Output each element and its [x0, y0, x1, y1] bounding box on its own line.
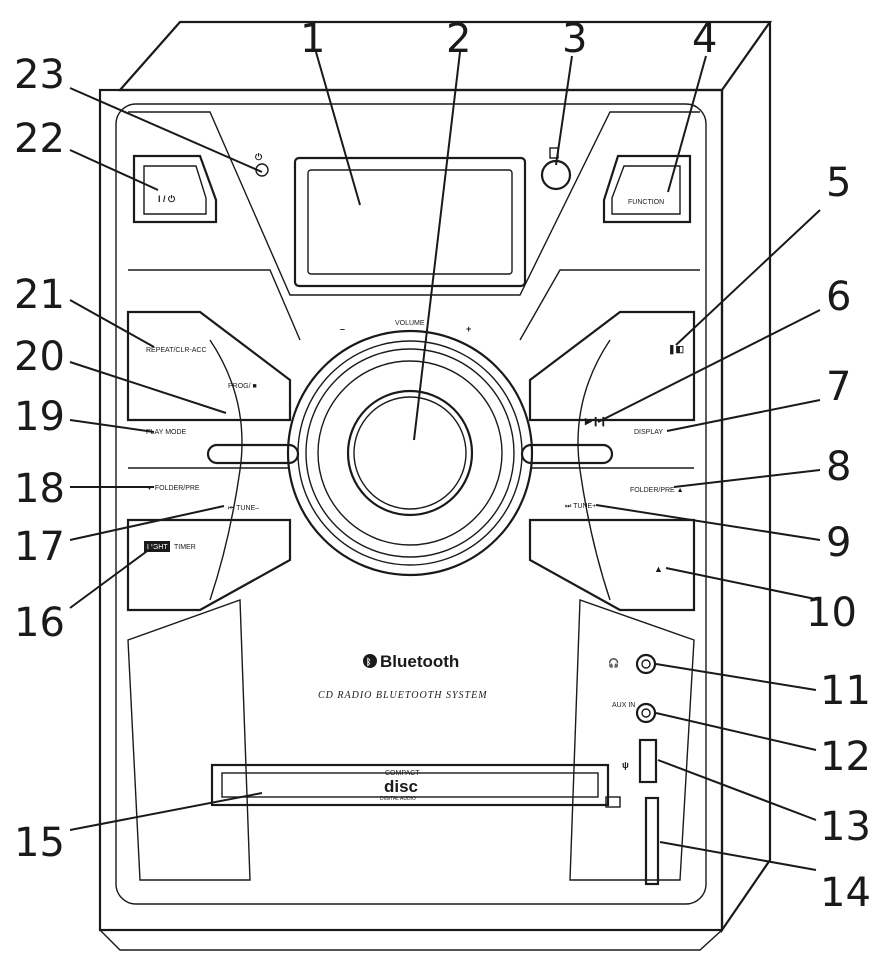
callout-15: 15: [14, 820, 65, 866]
callout-9: 9: [826, 520, 851, 566]
left-grille: [206, 443, 300, 465]
callout-18: 18: [14, 466, 65, 512]
svg-text:DIGITAL AUDIO: DIGITAL AUDIO: [380, 796, 416, 802]
function-button-label: FUNCTION: [628, 199, 664, 206]
eject-button-label[interactable]: ▲: [654, 564, 663, 574]
volume-plus-label: +: [466, 324, 471, 334]
light-timer-button[interactable]: LIGHT TIMER: [144, 541, 196, 552]
aux-in-jack[interactable]: AUX IN: [612, 702, 657, 724]
sd-card-slot[interactable]: [605, 796, 660, 886]
callout-numbers: 1 2 3 4 5 6 7 8 9 10 11 12 13 14 15 16 1…: [14, 16, 871, 916]
callout-8: 8: [826, 444, 851, 490]
right-button-bank: [528, 310, 696, 612]
card-icon: [605, 796, 621, 808]
power-button-label: I / ⏻: [158, 194, 176, 204]
callout-11: 11: [820, 668, 871, 714]
pair-button-icon[interactable]: ❚◧: [668, 344, 684, 355]
headphone-jack[interactable]: 🎧: [608, 653, 657, 675]
svg-text:COMPACT: COMPACT: [385, 770, 420, 777]
folder-up-button-label[interactable]: FOLDER/PRE ▲: [630, 487, 684, 494]
bluetooth-logo: ᛒ Bluetooth: [363, 652, 459, 671]
callout-19: 19: [14, 394, 65, 440]
callout-2: 2: [446, 16, 471, 62]
aux-in-label: AUX IN: [612, 702, 635, 709]
compact-disc-logo: COMPACT disc DIGITAL AUDIO: [380, 770, 420, 802]
right-lower-panel: [569, 599, 695, 881]
bluetooth-icon: ᛒ: [366, 657, 371, 667]
play-mode-button-label[interactable]: PLAY MODE: [146, 429, 187, 436]
skip-back-button-label[interactable]: ⏮ TUNE–: [228, 505, 259, 512]
callout-14: 14: [820, 870, 871, 916]
headphone-icon: 🎧: [608, 657, 619, 668]
callout-3: 3: [562, 16, 587, 62]
callout-22: 22: [14, 116, 65, 162]
callout-12: 12: [820, 734, 871, 780]
remote-sensor: [540, 147, 572, 191]
repeat-button-label[interactable]: REPEAT/CLR-ACC: [146, 347, 207, 354]
callout-13: 13: [820, 804, 871, 850]
volume-minus-label: –: [340, 324, 345, 334]
leader-lines: [69, 51, 821, 871]
standby-icon: ⏻: [255, 152, 263, 162]
display-window: [293, 156, 527, 288]
cd-slot[interactable]: [210, 763, 610, 807]
function-button[interactable]: FUNCTION: [602, 154, 692, 224]
usb-port[interactable]: ψ: [622, 738, 658, 784]
callout-5: 5: [826, 160, 851, 206]
callout-17: 17: [14, 524, 65, 570]
cabinet: [98, 20, 773, 951]
volume-label: VOLUME: [395, 320, 425, 327]
play-pause-button-label[interactable]: ▶❙❙: [584, 416, 607, 427]
display-button-label[interactable]: DISPLAY: [634, 429, 663, 436]
left-button-bank: [126, 310, 292, 612]
right-grille: [520, 443, 614, 465]
callout-1: 1: [300, 16, 325, 62]
system-name: CD RADIO BLUETOOTH SYSTEM: [318, 690, 488, 701]
callout-21: 21: [14, 272, 65, 318]
callout-4: 4: [692, 16, 717, 62]
light-label: LIGHT: [147, 544, 168, 551]
callout-10: 10: [806, 590, 857, 636]
power-button[interactable]: I / ⏻: [132, 154, 218, 224]
bluetooth-text: Bluetooth: [380, 652, 459, 671]
callout-20: 20: [14, 334, 65, 380]
left-lower-panel: [127, 599, 251, 881]
skip-fwd-button-label[interactable]: ⏭ TUNE+: [565, 503, 596, 510]
volume-knob[interactable]: [286, 329, 534, 577]
callout-23: 23: [14, 52, 65, 98]
callout-16: 16: [14, 600, 65, 646]
folder-down-button-label[interactable]: ▼ FOLDER/PRE: [146, 485, 200, 492]
callout-7: 7: [826, 364, 851, 410]
callout-6: 6: [826, 274, 851, 320]
svg-text:disc: disc: [384, 777, 418, 796]
prog-button-label[interactable]: PROG/ ■: [228, 383, 257, 390]
usb-icon: ψ: [622, 760, 629, 770]
timer-label: TIMER: [174, 544, 196, 551]
